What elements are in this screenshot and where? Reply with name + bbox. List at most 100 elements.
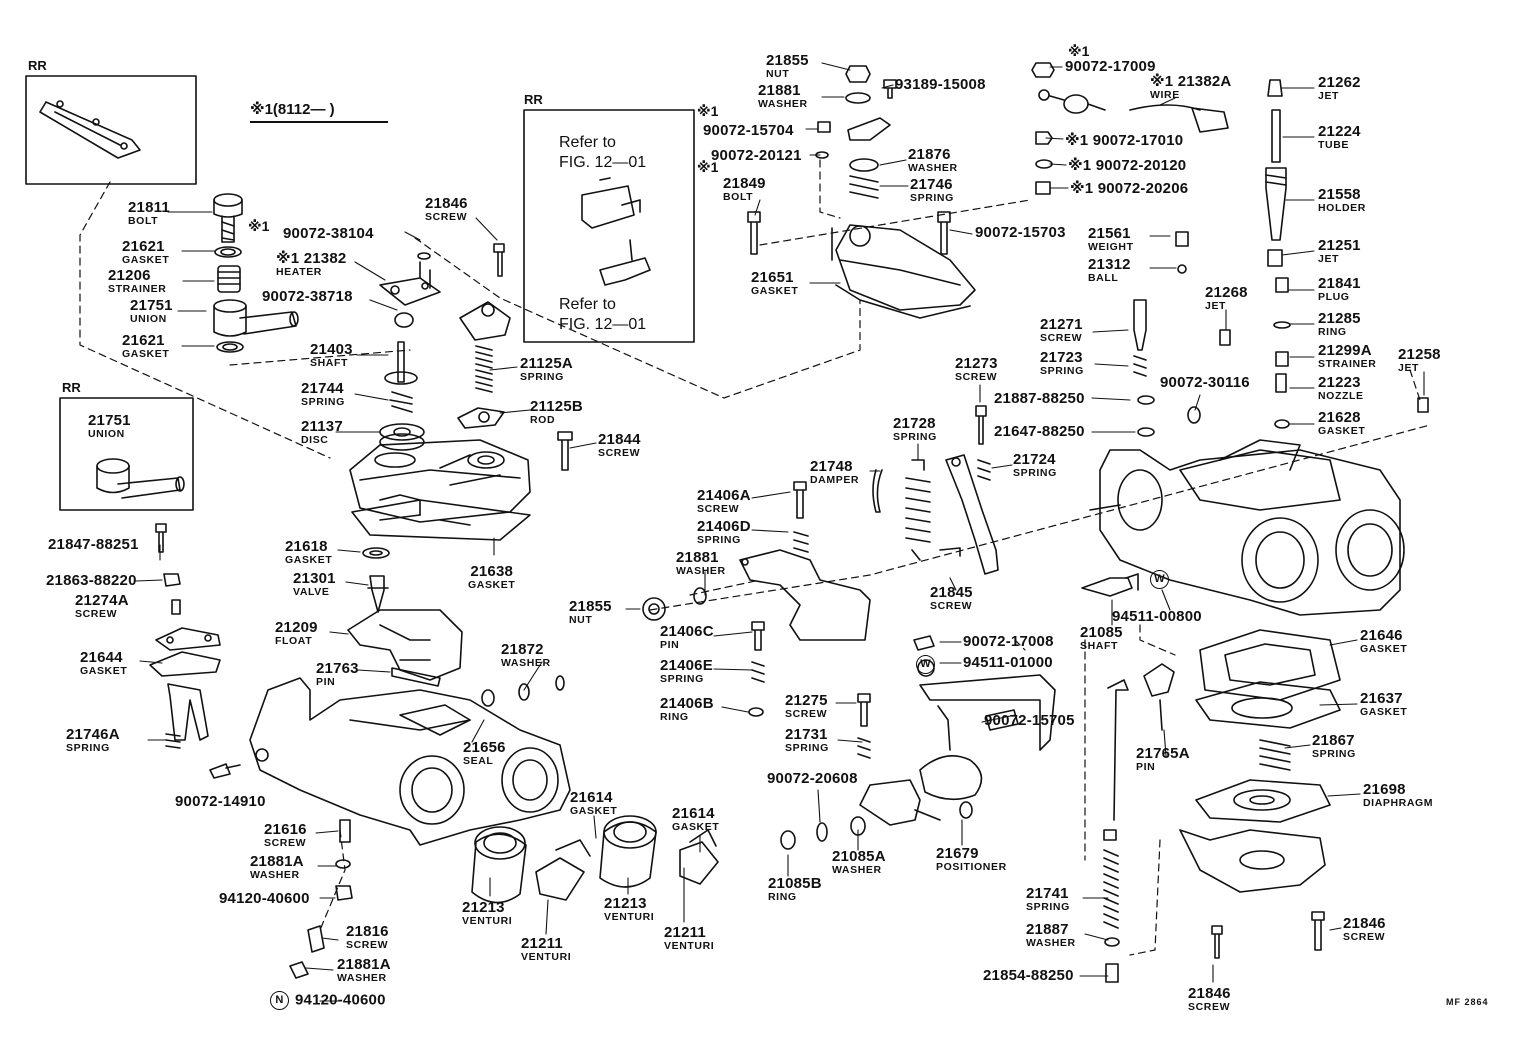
part-number: 21406A [697, 487, 751, 504]
part-number: 21646 [1360, 627, 1403, 644]
part-name: GASKET [122, 348, 170, 360]
part-number: 21847-88251 [48, 536, 139, 553]
part-label-90072-14910: 90072-14910 [175, 794, 266, 809]
part-number: 21854-88250 [983, 967, 1074, 984]
part-label-94120-40600a: 94120-40600 [219, 891, 310, 906]
part-number: 21741 [1026, 885, 1069, 902]
part-name: GASKET [285, 554, 333, 566]
part-name: GASKET [1360, 706, 1408, 718]
part-number: 94511-00800 [1112, 608, 1202, 625]
part-label-90072-15703: 90072-15703 [975, 225, 1066, 240]
part-label-90072-20121: 90072-20121 [711, 148, 802, 163]
n-symbol-icon: N [270, 991, 289, 1010]
part-name: SPRING [66, 742, 110, 754]
part-name: WASHER [1026, 937, 1076, 949]
part-union-21751 [213, 299, 299, 337]
part-number: 90072-17008 [963, 633, 1054, 650]
part-number: 21876 [908, 146, 951, 163]
part-name: JET [1398, 362, 1420, 374]
part-number: 21751 [130, 297, 173, 314]
part-name: SCREW [346, 939, 389, 951]
part-number: 21845 [930, 584, 973, 601]
part-number: 21251 [1318, 237, 1361, 254]
part-name: PIN [1136, 761, 1156, 773]
part-number: 21224 [1318, 123, 1361, 140]
rr-box-top-left [25, 75, 197, 185]
part-number: 21887 [1026, 921, 1069, 938]
part-name: SCREW [1343, 931, 1386, 943]
part-number: 21846 [1188, 985, 1231, 1002]
part-number: 21258 [1398, 346, 1441, 363]
part-number: 21406D [697, 518, 751, 535]
part-name: SPRING [1013, 467, 1057, 479]
part-name: GASKET [570, 805, 618, 817]
refer-box [523, 109, 695, 343]
part-number: 21746 [910, 176, 953, 193]
part-number: 21751 [88, 412, 131, 429]
part-number: 21403 [310, 341, 353, 358]
part-name: GASKET [122, 254, 170, 266]
part-number: 21301 [293, 570, 336, 587]
part-label-90072-20206: ※1 90072-20206 [1070, 181, 1188, 196]
rr-tag-3: RR [62, 380, 81, 395]
part-number: 21268 [1205, 284, 1248, 301]
part-number: 21841 [1318, 275, 1361, 292]
part-name: GASKET [1360, 643, 1408, 655]
part-name: BOLT [128, 215, 159, 227]
part-name: SCREW [264, 837, 307, 849]
part-number: 21748 [810, 458, 853, 475]
part-name: SHAFT [1080, 640, 1118, 652]
part-number: 21274A [75, 592, 129, 609]
part-name: RING [660, 711, 689, 723]
part-number: 21637 [1360, 690, 1403, 707]
part-number: 21651 [751, 269, 794, 286]
star-mark-3: ※1 [697, 159, 719, 175]
part-name: WASHER [250, 869, 300, 881]
part-name: DIAPHRAGM [1363, 797, 1434, 809]
part-number: 21275 [785, 692, 828, 709]
part-number: 21125A [520, 355, 573, 372]
part-number: 21731 [785, 726, 828, 743]
part-number: 21744 [301, 380, 344, 397]
w-symbol-1: W [1150, 570, 1175, 589]
part-name: SCREW [955, 371, 998, 383]
part-name: SCREW [1040, 332, 1083, 344]
part-number: 21656 [463, 739, 506, 756]
part-name: SPRING [1040, 365, 1084, 377]
star-mark-2: ※1 [697, 103, 719, 119]
rr-tag-2: RR [524, 92, 543, 107]
part-number: 21867 [1312, 732, 1355, 749]
part-choke-housing [831, 224, 976, 319]
part-number: 21614 [570, 789, 613, 806]
part-name: SPRING [660, 673, 704, 685]
w-symbol-icon: W [916, 655, 935, 674]
